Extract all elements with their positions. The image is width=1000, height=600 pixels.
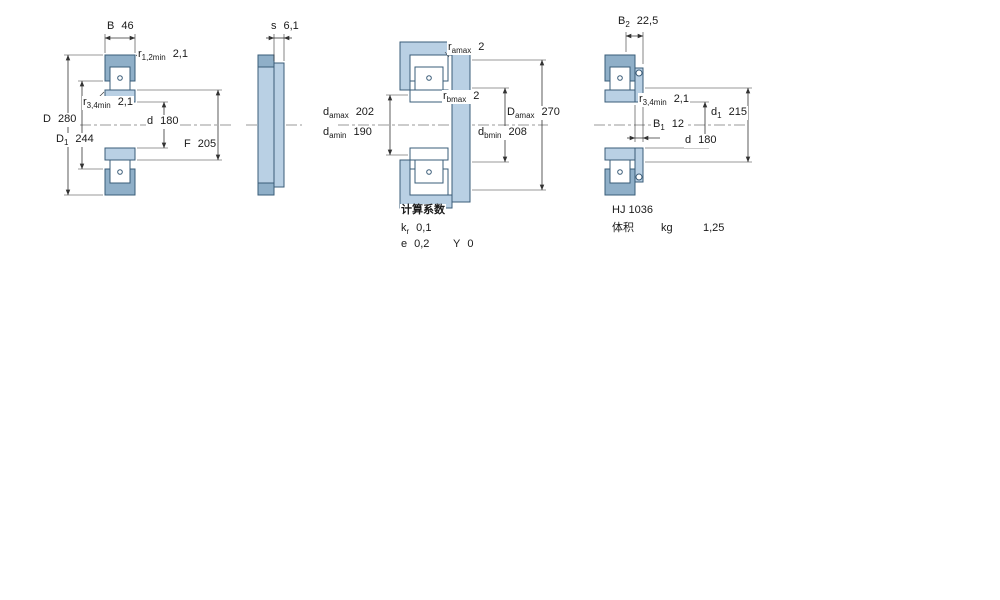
hj-designation: HJ 1036: [611, 204, 654, 217]
inner-ring-bottom-outline: [409, 147, 449, 161]
abutment-wall: [451, 47, 471, 203]
hj-mass-value: 1,25: [702, 222, 726, 235]
ring-profile-cap-top: [257, 54, 275, 68]
hj-mass-unit: kg: [660, 222, 674, 235]
cage-pin-top: [426, 75, 432, 81]
inner-ring-bottom: [104, 147, 136, 161]
ring-profile-offset: [273, 62, 285, 188]
side-profile-drawing: [246, 34, 302, 196]
hj-ring-marker-top: [635, 69, 643, 77]
cage-pin-bottom: [617, 169, 623, 175]
cage-pin-top: [617, 75, 623, 81]
calc-factors-title: 计算系数: [400, 204, 446, 217]
ring-profile-cap-bottom: [257, 182, 275, 196]
mounting-dimensions-drawing: [338, 41, 548, 209]
outer-ring-bottom-outline: [409, 168, 449, 196]
hj-ring-marker-bottom: [635, 173, 643, 181]
inner-ring-bottom: [604, 147, 636, 161]
hj-angle-ring-bottom: [634, 147, 644, 183]
cage-pin-bottom: [117, 169, 123, 175]
outer-ring-bottom: [604, 168, 636, 196]
ring-profile: [257, 54, 275, 196]
cage-pin-top: [117, 75, 123, 81]
cage-pin-bottom: [426, 169, 432, 175]
outer-ring-bottom: [104, 168, 136, 196]
inner-ring-top: [604, 89, 636, 103]
hj-mass-label: 体积: [611, 222, 635, 235]
